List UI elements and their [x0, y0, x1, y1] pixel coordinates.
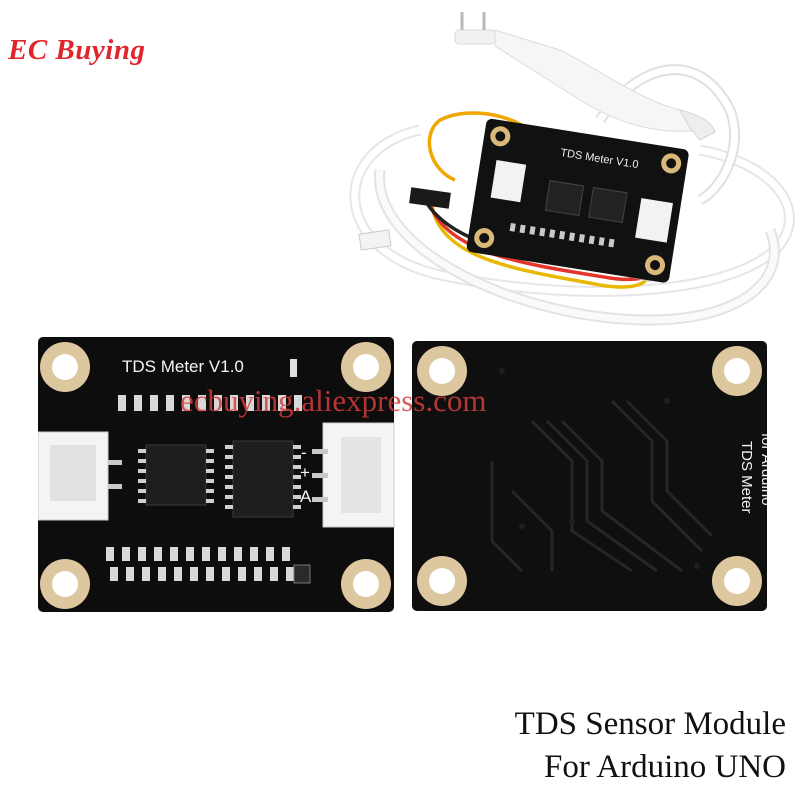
tds-board-back: TDS Meter for Arduino	[412, 341, 767, 611]
pin-label-plus: +	[300, 463, 310, 482]
caption-line-1: TDS Sensor Module	[514, 706, 786, 742]
right-jst-connector	[312, 422, 395, 528]
mounting-holes-front	[40, 342, 391, 609]
ic-chip-right	[225, 440, 301, 518]
back-label-line1: TDS Meter	[738, 441, 755, 514]
mounting-holes-back	[417, 346, 762, 606]
caption-line-2: For Arduino UNO	[543, 749, 786, 785]
tds-board-small: TDS Meter V1.0	[466, 118, 689, 283]
front-board-title: TDS Meter V1.0	[122, 357, 244, 376]
back-label-line2: for Arduino	[758, 433, 767, 506]
tds-probe	[454, 12, 716, 141]
tds-board-front: TDS Meter V1.0 - +	[38, 337, 395, 612]
left-jst-connector	[38, 431, 122, 521]
brand-logo: EC Buying	[8, 34, 146, 66]
sensor-kit-photo: TDS Meter V1.0	[349, 12, 795, 326]
store-watermark: ecbuying.aliexpress.com	[180, 383, 487, 418]
pin-label-a: A	[300, 487, 312, 506]
pin-label-minus: -	[301, 443, 307, 462]
ic-chip-left	[138, 444, 214, 506]
